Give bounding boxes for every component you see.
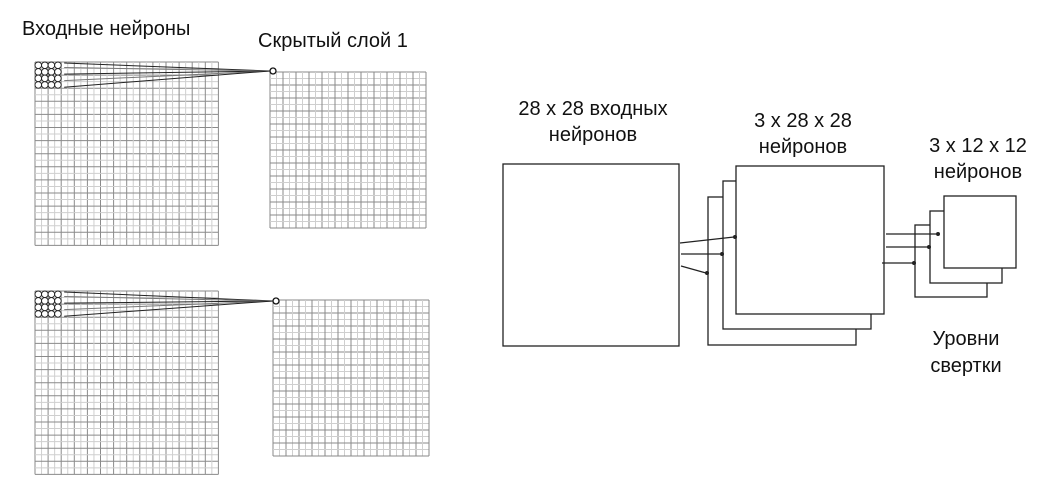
hidden-neuron [272, 297, 280, 305]
conv-layers-label-2: свертки [930, 355, 1001, 377]
hidden-neuron [269, 67, 277, 75]
receptive-field-bottom [34, 290, 280, 318]
receptive-field-top [34, 61, 277, 89]
input-grid-bottom [34, 290, 219, 475]
feature-map-1 [735, 165, 885, 315]
pool-map-1 [943, 195, 1017, 269]
conv-size-label: 3 x 28 x 28 [754, 110, 852, 132]
pool-size-label-2: нейронов [934, 161, 1022, 183]
input-neurons-label: Входные нейроны [22, 18, 190, 40]
input-grid-top [34, 61, 219, 246]
conv-size-label-2: нейронов [759, 136, 847, 158]
hidden-grid-bottom [272, 299, 430, 457]
input-size-label-2: нейронов [549, 124, 637, 146]
conv-layers-label: Уровни [933, 328, 1000, 350]
hidden-layer-label: Скрытый слой 1 [258, 30, 408, 52]
connection-arrows [679, 233, 936, 274]
neuron-grids [34, 61, 430, 475]
hidden-grid-top [269, 71, 427, 229]
input-size-label: 28 x 28 входных [518, 98, 667, 120]
input-layer-box [502, 163, 680, 347]
pool-size-label: 3 x 12 x 12 [929, 135, 1027, 157]
